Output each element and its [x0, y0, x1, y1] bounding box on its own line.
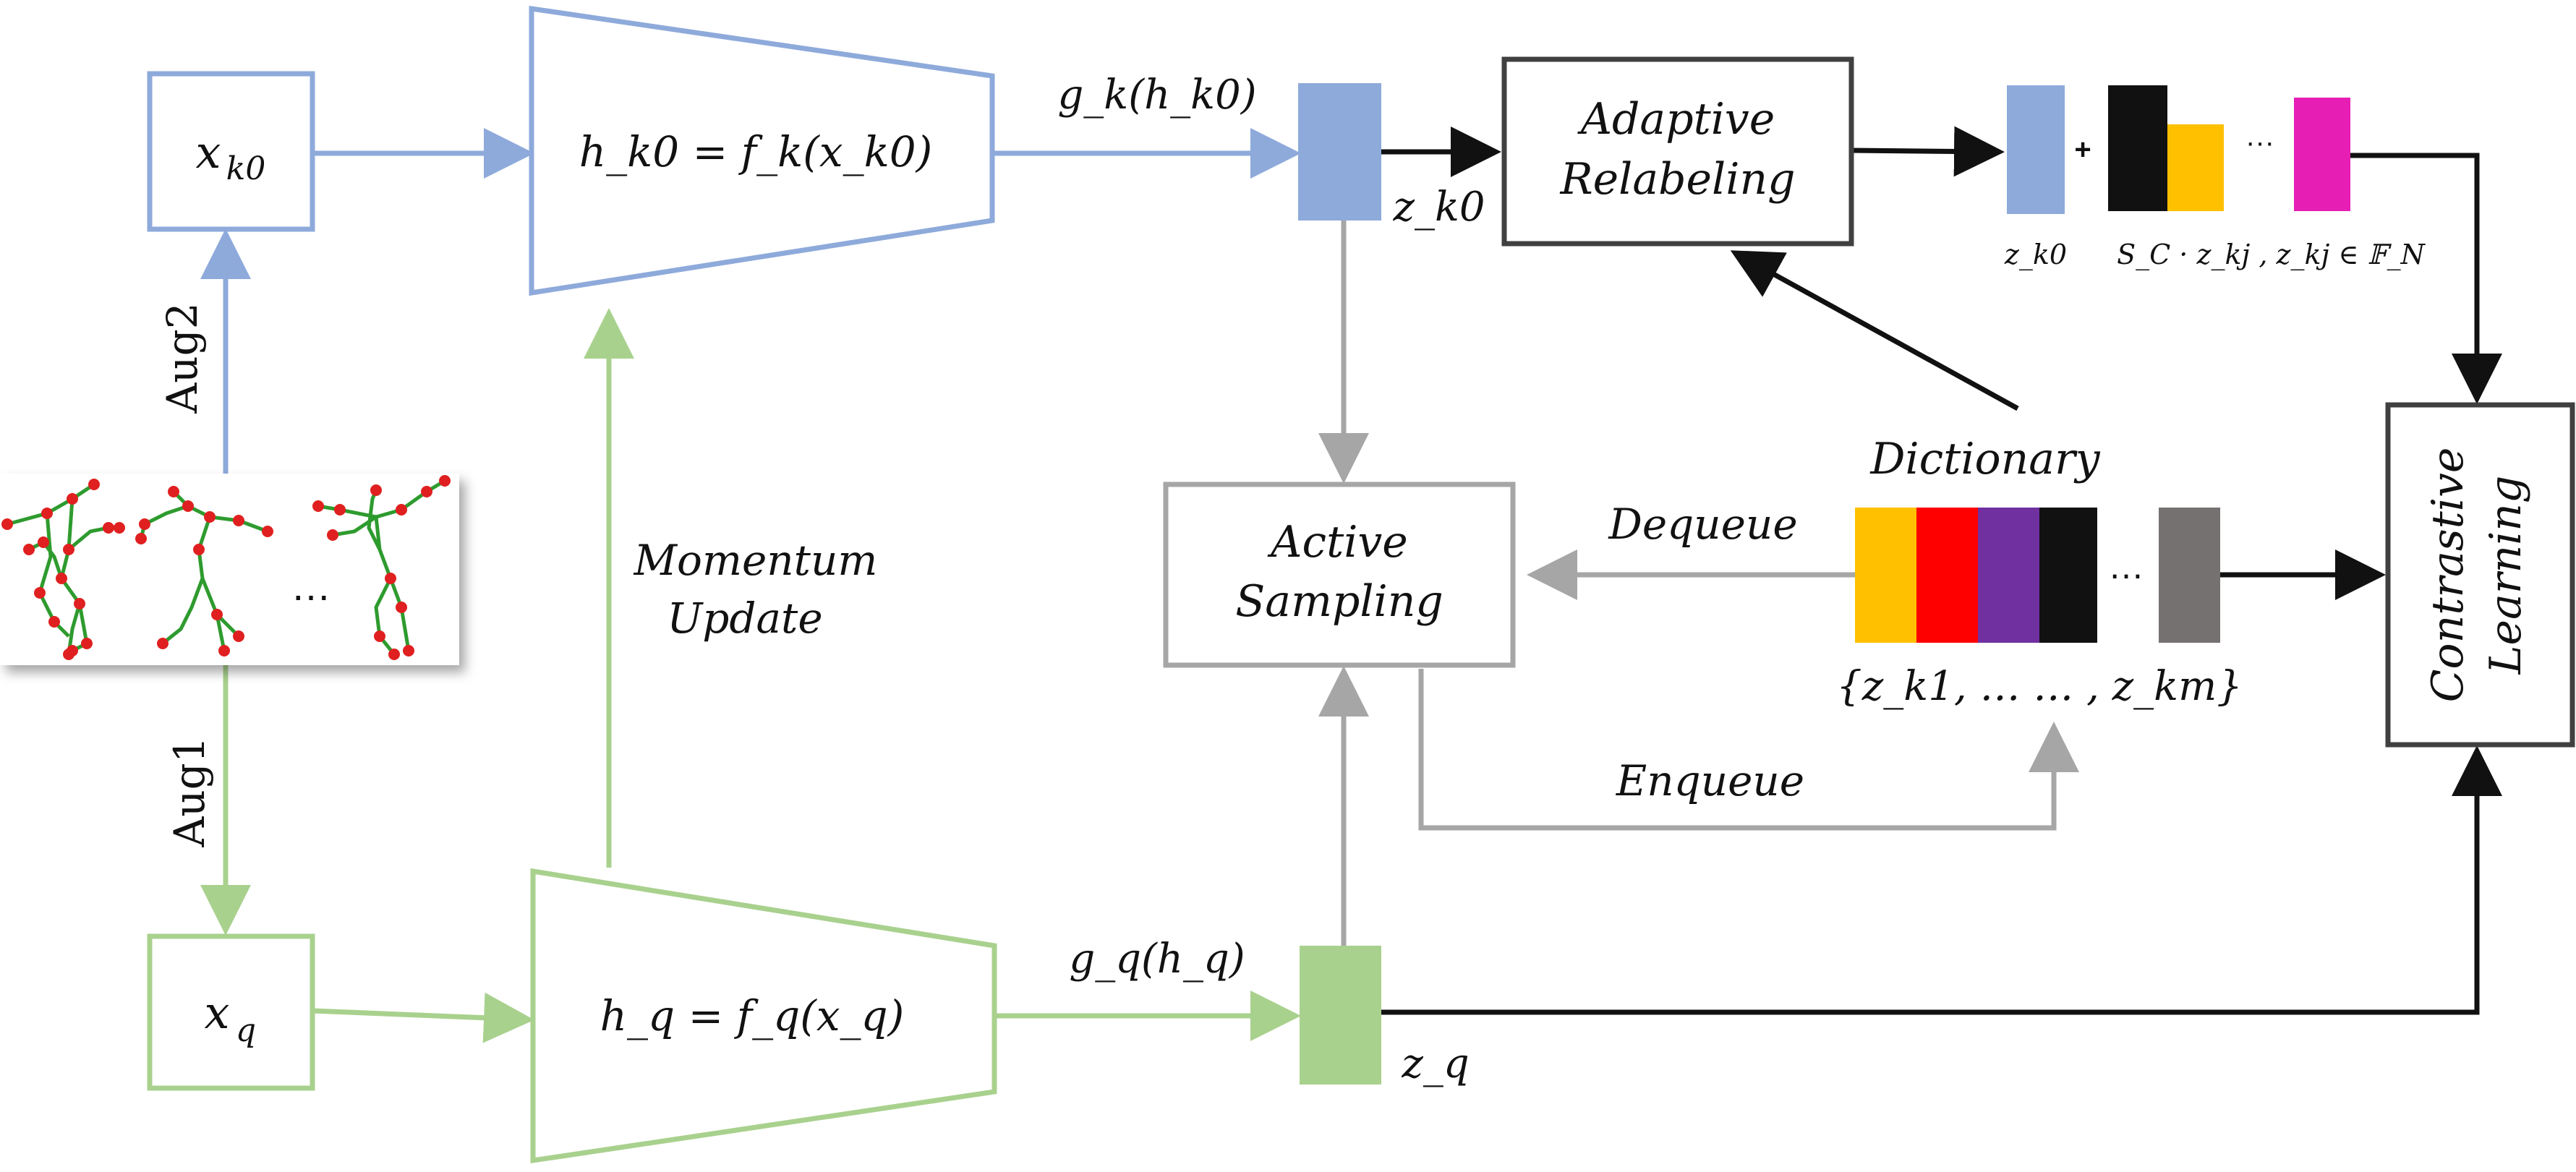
svg-text:x: x	[196, 126, 221, 179]
relabel-plus: +	[2074, 134, 2091, 166]
label-aug2: Aug2	[158, 302, 207, 414]
relabel-ellipsis: ···	[2246, 127, 2274, 158]
relabel-black-block	[2108, 85, 2167, 211]
relabel-pink-block	[2294, 98, 2350, 211]
dictionary-key-red	[1916, 508, 1978, 643]
relabel-yellow-block	[2167, 124, 2224, 211]
encoder-k-label: h_k0 = f_k(x_k0)	[579, 127, 933, 176]
dictionary-key-gray	[2159, 508, 2220, 643]
label-momentum-line2: Update	[667, 594, 822, 643]
label-momentum-line1: Momentum	[634, 536, 878, 585]
arrow-xq-to-encoder-q	[312, 992, 534, 1043]
relabel-zk0-label: z_k0	[2004, 239, 2067, 271]
label-z-k0: z_k0	[1392, 184, 1485, 231]
label-z-q: z_q	[1401, 1040, 1469, 1087]
relabel-zk0-block	[2007, 85, 2065, 214]
skeleton-panel: …	[0, 474, 459, 665]
encoder-k: h_k0 = f_k(x_k0)	[529, 5, 995, 296]
dictionary-set: {z_k1, … … , z_km}	[1836, 663, 2243, 710]
zq-feature-block	[1300, 946, 1381, 1085]
node-x-k0: x k0	[147, 71, 315, 232]
arrow-output-to-contrastive	[2350, 153, 2502, 404]
dictionary-title: Dictionary	[1869, 434, 2100, 484]
svg-text:q: q	[236, 1012, 256, 1049]
label-dequeue: Dequeue	[1608, 500, 1797, 549]
active-sampling-label-line2: Sampling	[1235, 576, 1443, 627]
relabel-formula: S_C · z_kj , z_kj ∈ 𝔽_N	[2117, 239, 2426, 271]
active-sampling-label-line1: Active	[1267, 517, 1408, 568]
arrow-dictionary-to-adaptive-relabeling	[1730, 250, 2019, 411]
skeleton-ellipsis: …	[291, 563, 331, 609]
skeleton-joints	[1, 475, 451, 660]
label-g-q: g_q(h_q)	[1069, 936, 1245, 983]
label-g-k: g_k(h_k0)	[1057, 72, 1256, 119]
adaptive-relabeling-label-line1: Adaptive	[1577, 94, 1775, 145]
dictionary: Dictionary … {z_k1, … … , z_km}	[1836, 434, 2243, 710]
encoder-q-label: h_q = f_q(x_q)	[600, 991, 905, 1040]
label-aug1: Aug1	[165, 736, 214, 847]
arrow-zq-to-contrastive	[1381, 745, 2502, 1015]
relabel-output: + ··· z_k0 S_C · z_kj , z_kj ∈ 𝔽_N	[2004, 85, 2426, 271]
label-enqueue: Enqueue	[1616, 756, 1804, 805]
zk0-feature-block	[1298, 83, 1381, 221]
contrastive-learning-box: Contrastive Learning	[2385, 402, 2575, 748]
dictionary-key-yellow	[1855, 508, 1916, 643]
arrow-enqueue	[1418, 669, 2079, 831]
active-sampling-box: Active Sampling	[1163, 482, 1516, 668]
contrastive-label-line2: Learning	[2481, 476, 2531, 675]
svg-text:k0: k0	[226, 150, 266, 187]
dictionary-key-purple	[1978, 508, 2039, 643]
adaptive-relabeling-label-line2: Relabeling	[1560, 154, 1796, 205]
contrastive-label-line1: Contrastive	[2423, 448, 2473, 703]
dictionary-key-black	[2039, 508, 2097, 643]
dictionary-ellipsis: …	[2108, 546, 2144, 586]
node-x-q: x q	[147, 933, 315, 1091]
adaptive-relabeling-box: Adaptive Relabeling	[1501, 56, 1854, 247]
encoder-q: h_q = f_q(x_q)	[530, 868, 997, 1164]
arrow-adaptive-relabeling-to-output	[1851, 126, 2005, 177]
svg-text:x: x	[205, 986, 230, 1039]
